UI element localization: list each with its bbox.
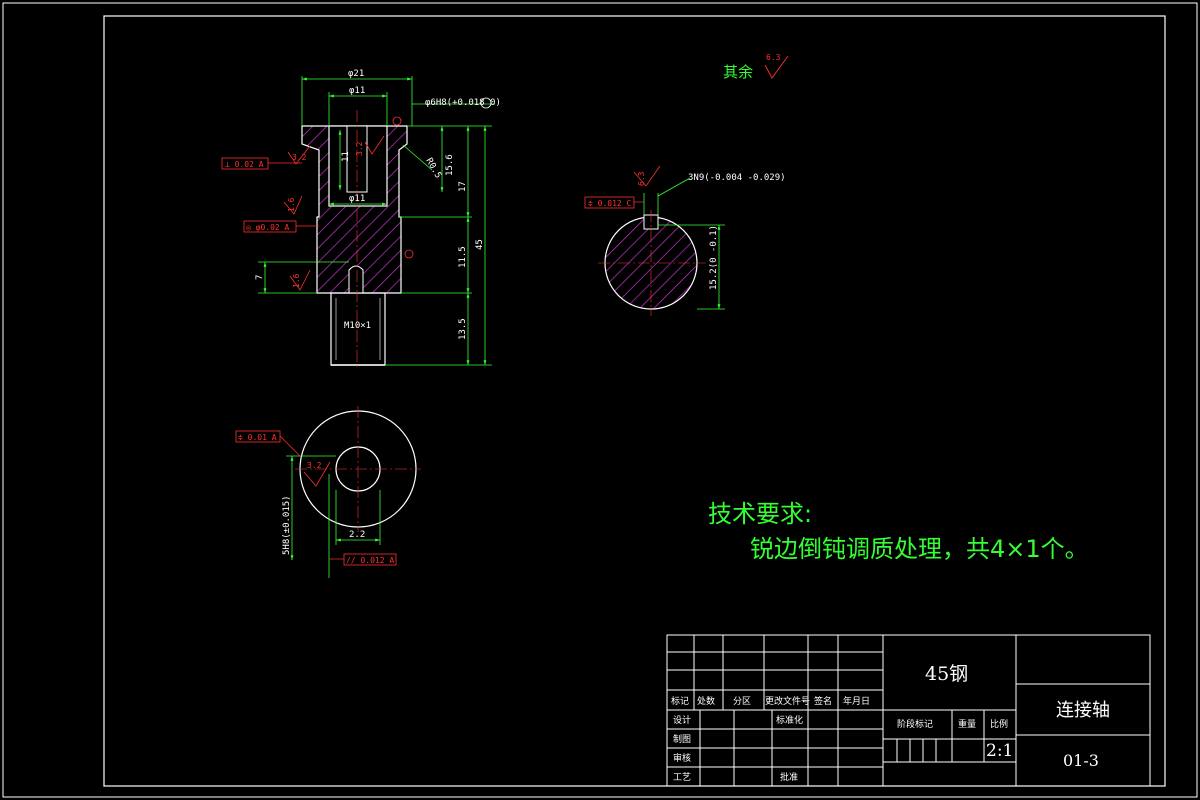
dim-seg-13-5: 13.5 — [458, 318, 468, 340]
roughness-symbol — [303, 461, 331, 487]
tb-part-name: 连接轴 — [1056, 700, 1110, 721]
tb-header-mark: 标记 — [671, 695, 689, 707]
tb-drawing-no: 01-3 — [1063, 751, 1099, 770]
tb-row-review: 审核 — [673, 752, 691, 764]
tech-req-title: 技术要求: — [708, 500, 812, 528]
tech-req-line: 锐边倒钝调质处理，共4×1个。 — [750, 535, 1089, 563]
dim-depth-11: 11 — [341, 151, 351, 162]
roughness-note-label: 其余 — [723, 63, 753, 81]
roughness-value: 1.6 — [292, 273, 301, 288]
front-view-slot — [348, 265, 364, 293]
roughness-value: 6.3 — [637, 171, 646, 186]
roughness-value: 3.2 — [292, 153, 307, 162]
roughness-note-symbol — [764, 55, 789, 79]
datum-marker — [480, 97, 492, 109]
roughness-symbol — [364, 135, 385, 155]
dim-top-width: 5H8(±0.015) — [282, 495, 292, 555]
tb-row-process: 工艺 — [673, 772, 691, 783]
dim-keyway: 3N9(-0.004 -0.029) — [688, 173, 786, 183]
dim-depth-15-6: 15.6 — [445, 154, 455, 176]
roughness-symbol — [283, 195, 303, 215]
roughness-symbol — [289, 269, 311, 291]
tb-scale-label: 比例 — [990, 718, 1008, 730]
dim-chamfer: R0.5 — [423, 157, 443, 181]
section-view: 3N9(-0.004 -0.029) 15.2(0 -0.1) ≑ 0.012 … — [584, 165, 786, 316]
roughness-note-value: 6.3 — [766, 53, 781, 62]
tb-stage-mark: 阶段标记 — [897, 718, 933, 730]
tb-header-zone: 分区 — [733, 696, 751, 707]
datum-marker — [392, 116, 402, 126]
dim-slot-7: 7 — [255, 275, 265, 280]
title-block — [666, 634, 1151, 787]
roughness-value: 1.6 — [287, 197, 296, 212]
tb-row-standardize: 标准化 — [776, 714, 803, 726]
tb-row-draw: 制图 — [673, 733, 691, 745]
tb-header-date: 年月日 — [843, 695, 870, 707]
dim-total-45: 45 — [475, 239, 485, 250]
tol-top-symmetry: ≑ 0.01 A — [238, 433, 277, 442]
roughness-value: 3.2 — [355, 141, 364, 156]
dim-thread: M10×1 — [344, 321, 371, 331]
tb-weight: 重量 — [958, 718, 976, 730]
dim-section-depth: 15.2(0 -0.1) — [709, 225, 719, 290]
tb-header-signature: 签名 — [814, 695, 832, 707]
datum-marker — [404, 249, 414, 259]
tb-row-design: 设计 — [673, 714, 691, 726]
roughness-symbol — [287, 145, 311, 165]
dim-outer-dia: φ21 — [348, 69, 364, 79]
dim-inner-dia-top: φ11 — [349, 86, 365, 96]
tol-perpendicularity: ⊥ 0.02 A — [225, 160, 264, 169]
dim-depth-17: 17 — [458, 181, 468, 192]
tb-scale-value: 2:1 — [986, 741, 1013, 761]
tol-section-symmetry: ≑ 0.012 C — [588, 199, 632, 208]
inner-border — [103, 15, 1166, 787]
dim-inner-dia-bottom: φ11 — [349, 194, 365, 204]
front-view: φ21 φ11 φ11 φ6H8(+0.018 0) 11 15.6 17 45… — [221, 69, 501, 370]
roughness-symbol — [633, 165, 661, 187]
top-view: 5H8(±0.015) 2.2 ≑ 0.01 A // 0.012 A 3.2 — [235, 406, 421, 578]
tb-material: 45钢 — [925, 663, 968, 685]
dim-counterbore: φ6H8(+0.018 0) — [425, 98, 501, 108]
tb-header-change-doc: 更改文件号 — [765, 695, 810, 707]
roughness-value: 3.2 — [307, 461, 322, 470]
dim-seg-11-5: 11.5 — [458, 246, 468, 268]
tb-header-count: 处数 — [697, 695, 715, 707]
tol-coaxiality: ◎ φ0.02 A — [246, 223, 290, 232]
tb-row-approve: 批准 — [780, 771, 798, 783]
tol-top-parallelism: // 0.012 A — [346, 556, 394, 565]
dim-top-offset: 2.2 — [349, 530, 365, 540]
